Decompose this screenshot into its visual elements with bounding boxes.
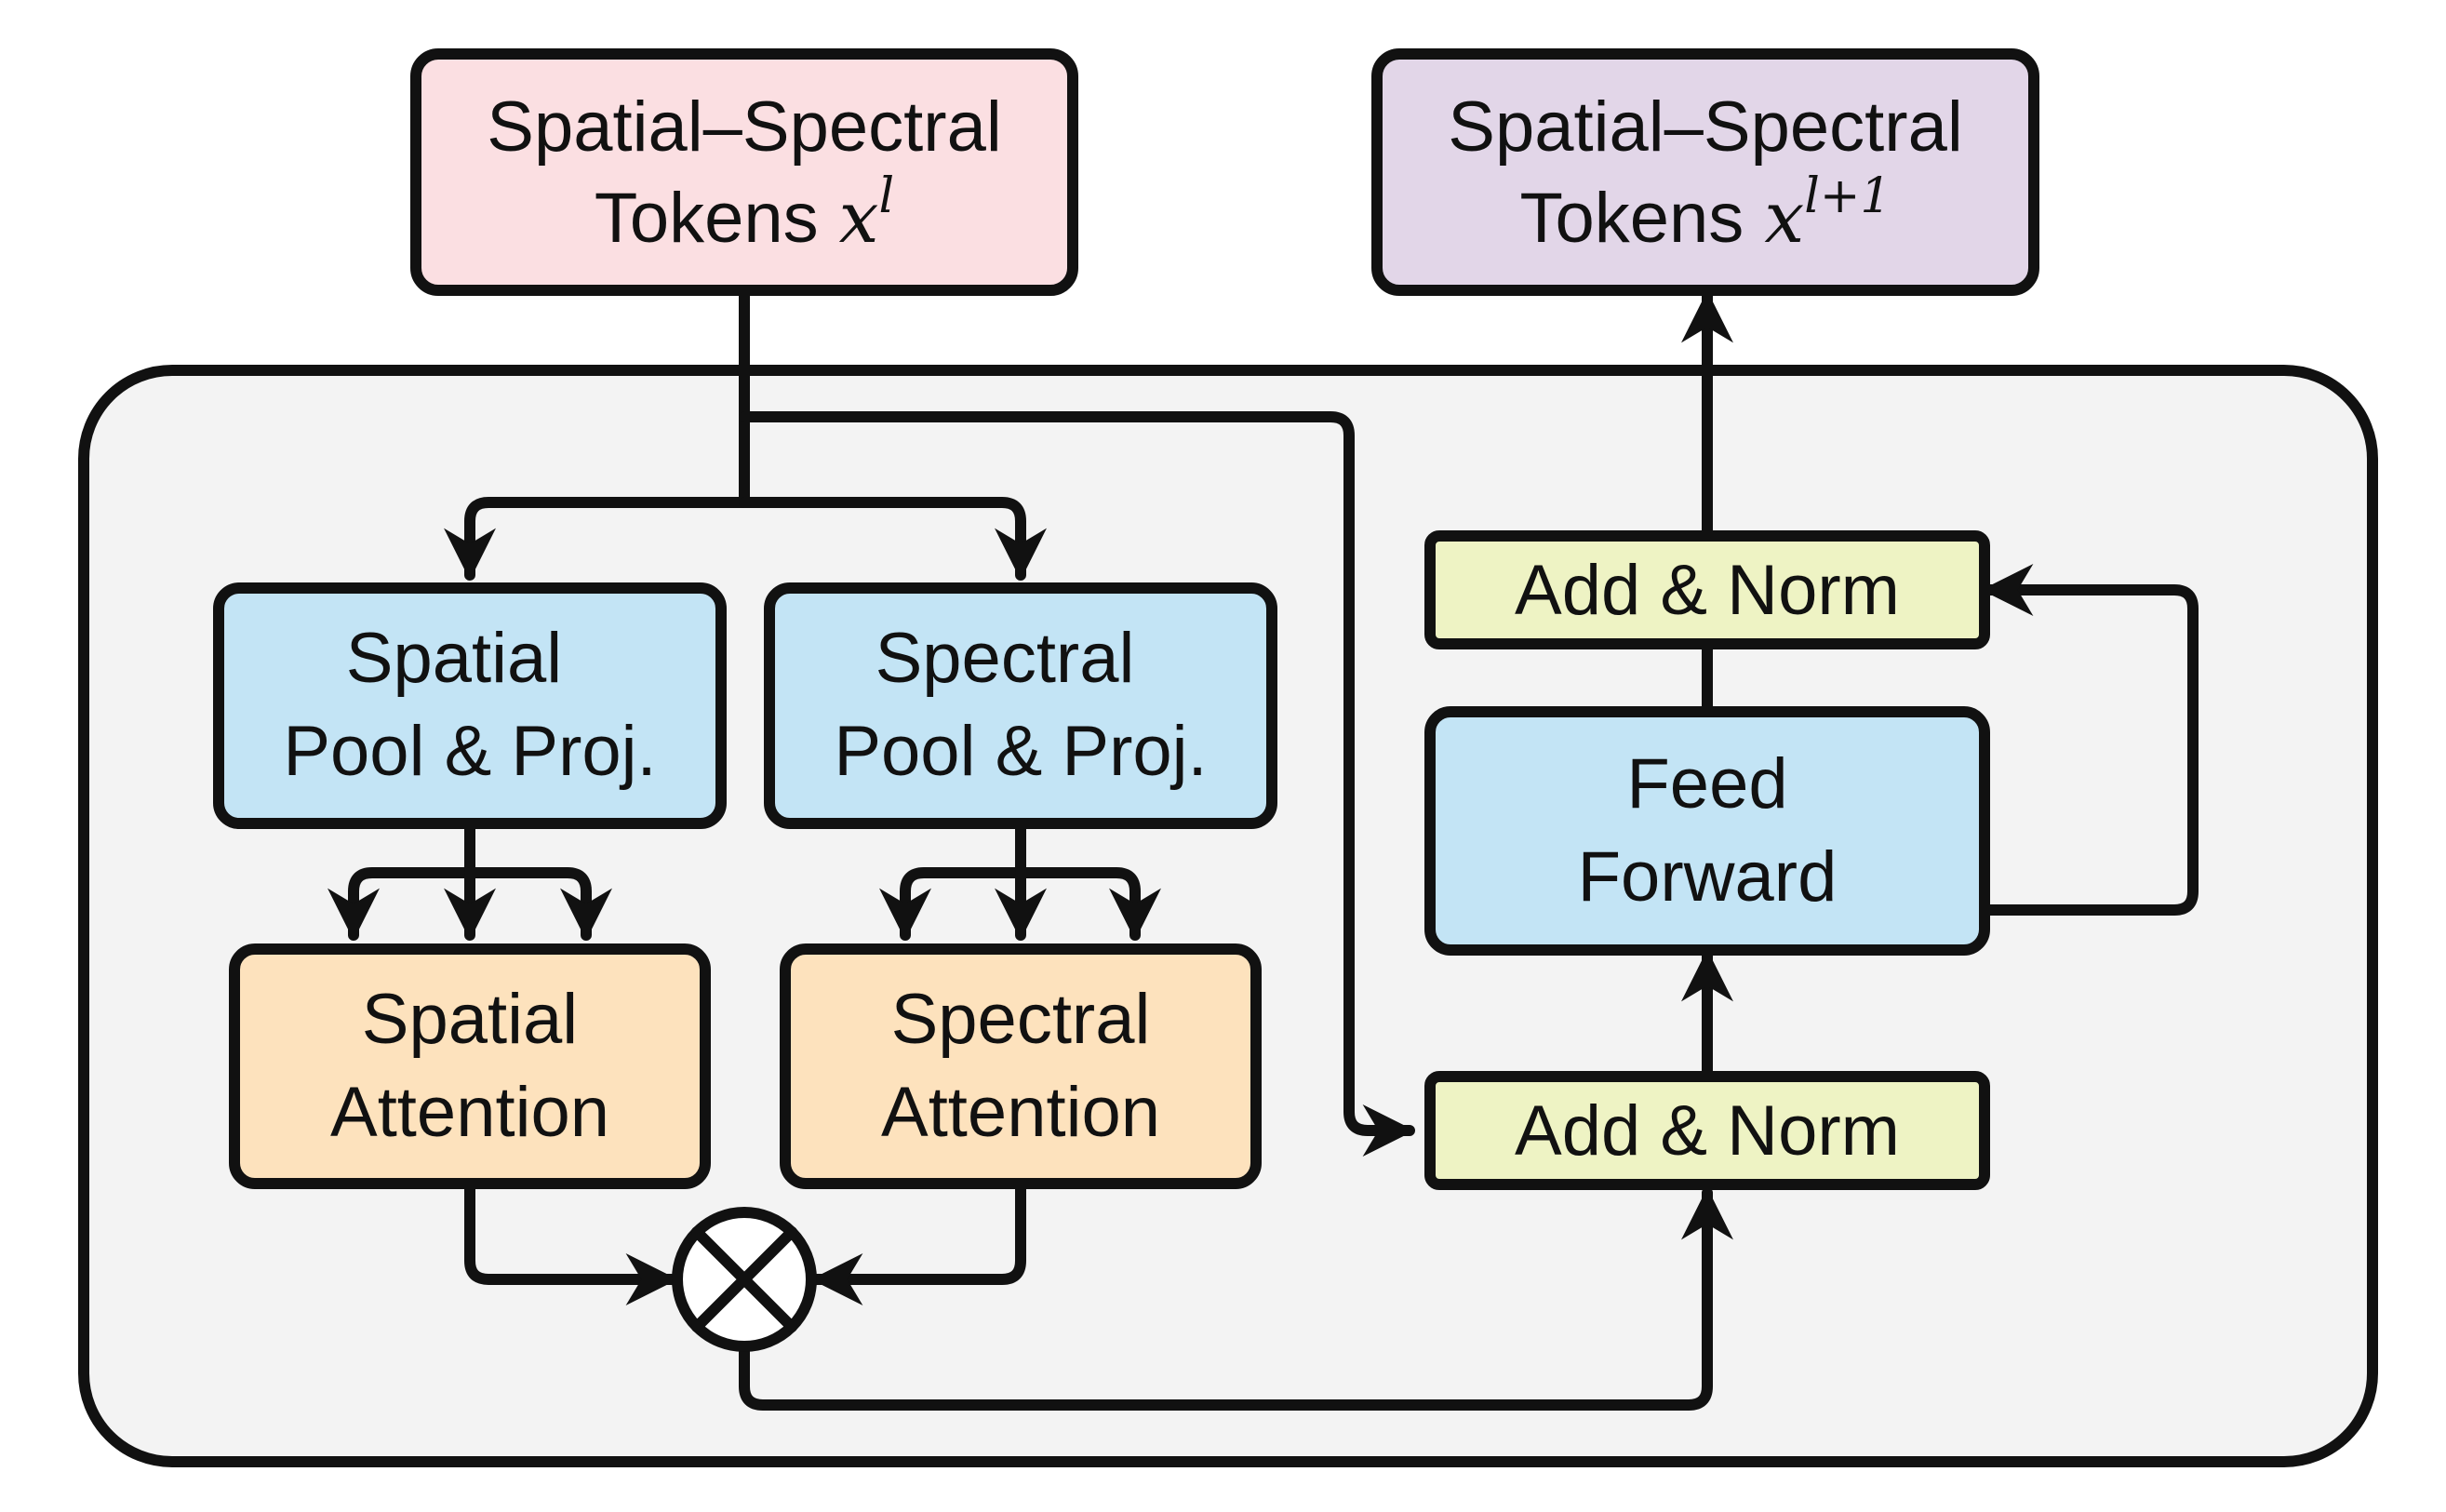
spatial-pool-title: Spatial <box>346 619 562 698</box>
spatial-pool-subtitle: Pool & Proj. <box>283 712 656 791</box>
spatial-to-multiply-connector <box>464 1178 678 1305</box>
residual-connector <box>739 411 1415 1157</box>
input-tokens-superscript: l <box>879 168 895 224</box>
output-tokens-label: Tokens <box>1520 179 1744 258</box>
spectral-pool-proj-box: Spectral Pool & Proj. <box>764 582 1277 829</box>
spectral-to-multiply-connector <box>810 1178 1026 1305</box>
element-wise-multiply-node <box>672 1207 817 1352</box>
spectral-pool-title: Spectral <box>875 619 1135 698</box>
output-tokens-var: x <box>1764 176 1804 259</box>
spatial-qkv-connector-left <box>327 867 475 941</box>
split-connector-right <box>739 497 1047 581</box>
add-norm-top-box: Add & Norm <box>1424 530 1990 649</box>
add-norm-bottom-box: Add & Norm <box>1424 1071 1990 1190</box>
spatial-attention-box: Spatial Attention <box>229 943 711 1189</box>
input-tokens-var: x <box>839 176 879 259</box>
add-norm-bottom-label: Add & Norm <box>1515 1091 1900 1171</box>
spectral-qkv-connector-left <box>879 867 1026 941</box>
spectral-attention-subtitle: Attention <box>881 1073 1160 1152</box>
spatial-pool-proj-box: Spatial Pool & Proj. <box>213 582 727 829</box>
feed-forward-box: Feed Forward <box>1424 706 1990 956</box>
spatial-qkv-connector-right <box>464 867 612 941</box>
spectral-attention-box: Spectral Attention <box>780 943 1262 1189</box>
spectral-qkv-connector-right <box>1015 867 1161 941</box>
input-tokens-label: Tokens <box>595 179 819 258</box>
multiply-to-addnorm-connector <box>739 1187 1733 1411</box>
split-connector-left <box>444 497 750 581</box>
output-tokens-superscript: l+1 <box>1804 168 1891 224</box>
feed-forward-subtitle: Forward <box>1578 837 1838 917</box>
spatial-attention-title: Spatial <box>362 980 578 1059</box>
spectral-pool-subtitle: Pool & Proj. <box>834 712 1207 791</box>
output-tokens-title: Spatial–Spectral <box>1448 87 1962 167</box>
feed-forward-title: Feed <box>1626 744 1787 823</box>
input-tokens-title: Spatial–Spectral <box>487 87 1001 167</box>
block-container <box>78 365 2378 1467</box>
ffn-residual-connector <box>1979 564 2199 916</box>
spectral-attention-title: Spectral <box>891 980 1151 1059</box>
add-norm-top-label: Add & Norm <box>1515 551 1900 630</box>
spatial-attention-subtitle: Attention <box>330 1073 609 1152</box>
